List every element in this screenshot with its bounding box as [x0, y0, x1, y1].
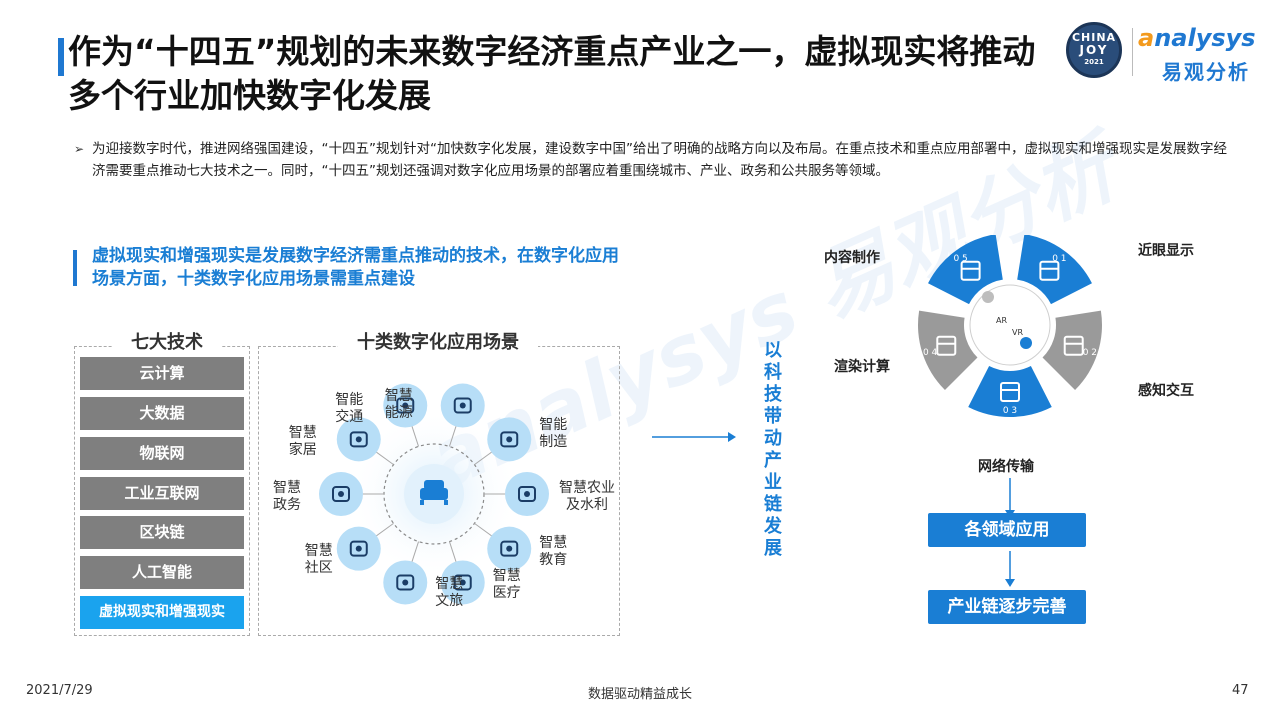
tech-item: 物联网: [80, 437, 244, 470]
scene-label: 智慧 教育: [539, 534, 568, 568]
page-number: 47: [1232, 683, 1249, 698]
petal-number: 0 4: [923, 348, 938, 358]
brand-cn-name: 易观分析: [1162, 60, 1250, 84]
map-pin-icon: [396, 397, 415, 414]
logo-area: CHINA JOY 2021 analysys 易观分析: [1066, 22, 1266, 84]
tech-item: 虚拟现实和增强现实: [80, 596, 244, 629]
analysys-logo: analysys: [1138, 24, 1256, 52]
chinajoy-logo-text-2: JOY: [1079, 43, 1109, 57]
building-icon: [349, 431, 368, 448]
orbit-dot-blue: [1020, 337, 1032, 349]
ring-petal: [968, 365, 1052, 417]
microscope-icon: [453, 574, 472, 591]
orbit-dot-gray: [982, 291, 994, 303]
atom-icon: [453, 397, 472, 414]
petal-number: 0 3: [1003, 406, 1017, 416]
scene-label: 智慧农业 及水利: [559, 480, 615, 513]
petal-label: 近眼显示: [1138, 243, 1194, 259]
house-icon: [349, 540, 368, 557]
down-arrow-icon: [1005, 478, 1015, 518]
flow-step-applications: 各领域应用: [928, 513, 1086, 547]
scene-label: 智慧 社区: [304, 542, 333, 576]
scene-label: 智慧 医疗: [492, 568, 521, 602]
petal-label: 渲染计算: [834, 359, 890, 375]
tech-item: 工业互联网: [80, 477, 244, 510]
analysys-logo-prefix: a: [1138, 24, 1155, 52]
tools-icon: [500, 431, 519, 448]
scene-label: 智慧 文旅: [435, 576, 464, 610]
petal-number: 0 1: [1052, 254, 1066, 264]
bullet-arrow-icon: ➢: [74, 142, 85, 156]
footer-slogan: 数据驱动精益成长: [587, 687, 692, 702]
cube-icon: [1063, 335, 1084, 356]
airplane-icon: [396, 574, 415, 591]
scenes-heading: 十类数字化应用场景: [338, 328, 538, 354]
government-icon: [332, 486, 350, 502]
tech-item: 大数据: [80, 397, 244, 430]
petal-label: 内容制作: [824, 250, 880, 266]
logo-divider: [1132, 28, 1133, 76]
ring-petal: [918, 310, 978, 391]
chinajoy-logo-text-1: CHINA: [1071, 31, 1117, 44]
graduation-cap-icon: [500, 540, 519, 557]
tech-item: 人工智能: [80, 556, 244, 589]
scene-label: 智慧 家居: [288, 425, 317, 459]
tech-heading: 七大技术: [112, 328, 222, 354]
tech-item: 区块链: [80, 516, 244, 549]
tech-item: 云计算: [80, 357, 244, 390]
scenes-diagram: [258, 360, 620, 620]
chinajoy-logo: CHINA JOY 2021: [1066, 22, 1122, 78]
ring-label-vr: VR: [1012, 328, 1023, 337]
chinajoy-logo-text-3: 2021: [1084, 58, 1104, 66]
page-title: 作为“十四五”规划的未来数字经济重点产业之一，虚拟现实将推动多个行业加快数字化发…: [68, 32, 1036, 115]
highlight-accent-bar: [73, 250, 77, 286]
right-arrow-icon: [652, 432, 736, 442]
scene-label: 智慧 能源: [384, 387, 413, 421]
petal-label: 网络传输: [978, 459, 1034, 475]
analysys-logo-rest: nalysys: [1154, 24, 1256, 52]
petal-number: 0 5: [953, 254, 967, 264]
intro-paragraph: ➢ 为迎接数字时代，推进网络强国建设，“十四五”规划针对“加快数字化发展，建设数…: [74, 138, 1234, 182]
scene-label: 智能 交通: [335, 391, 364, 425]
cube-icon: [1039, 260, 1060, 281]
down-arrow-icon: [1005, 551, 1015, 587]
cube-icon: [936, 335, 957, 356]
scene-label: 智慧 政务: [273, 480, 301, 513]
cube-icon: [960, 260, 981, 281]
petal-label: 感知交互: [1138, 383, 1194, 399]
footer-date: 2021/7/29: [26, 683, 93, 698]
highlight-text: 虚拟现实和增强现实是发展数字经济需重点推动的技术，在数字化应用场景方面，十类数字…: [92, 246, 619, 289]
flow-step-industry-chain: 产业链逐步完善: [928, 590, 1086, 624]
sofa-icon: [420, 480, 448, 505]
vertical-slogan: 以科技带动产业链发展: [764, 340, 782, 559]
ring-label-ar: AR: [996, 316, 1007, 325]
leaf-icon: [518, 486, 536, 502]
cube-icon: [1000, 382, 1020, 402]
petal-number: 0 2: [1083, 348, 1097, 358]
scene-label: 智能 制造: [539, 417, 568, 451]
ring-petal: [1042, 310, 1102, 391]
intro-text: 为迎接数字时代，推进网络强国建设，“十四五”规划针对“加快数字化发展，建设数字中…: [92, 141, 1227, 179]
title-accent-bar: [58, 38, 64, 76]
scenes-diagram-svg: [319, 383, 549, 605]
ring-diagram: 0 1 0 2 0 3 0 4 0 5 AR VR: [918, 235, 1102, 417]
